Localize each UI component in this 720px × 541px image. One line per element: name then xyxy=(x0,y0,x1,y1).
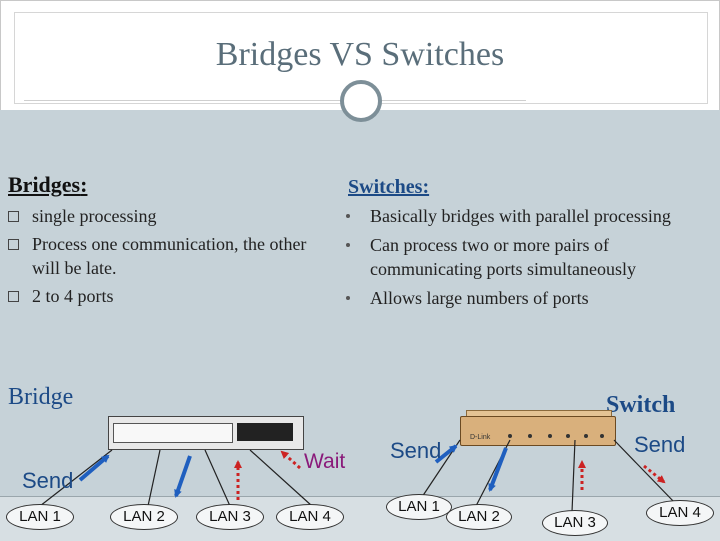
switch-port xyxy=(548,434,552,438)
switches-list: Basically bridges with parallel processi… xyxy=(346,204,716,315)
bridge-lan-1: LAN 1 xyxy=(6,504,74,530)
bridge-lan-4: LAN 4 xyxy=(276,504,344,530)
bridges-list-item: Process one communication, the other wil… xyxy=(8,232,338,280)
bridge-lan-2: LAN 2 xyxy=(110,504,178,530)
switch-brand-label: D-Link xyxy=(470,434,491,441)
switch-wire-lan4 xyxy=(613,439,677,505)
bridge-label: Bridge xyxy=(8,384,74,410)
switch-label: Switch xyxy=(606,392,676,418)
switches-list-item: Can process two or more pairs of communi… xyxy=(346,233,716,281)
bridge-send-arrow xyxy=(78,454,110,482)
bridge-wire-lan3 xyxy=(204,449,231,507)
bridge-lan-3: LAN 3 xyxy=(196,504,264,530)
title-divider-right xyxy=(378,100,526,101)
title-divider-left xyxy=(24,100,342,101)
bridge-wire-lan1 xyxy=(39,449,113,507)
switch-wire-lan3 xyxy=(571,439,576,513)
switch-lan-4: LAN 4 xyxy=(646,500,714,526)
switch-send-arrow-lan4 xyxy=(643,464,666,484)
switch-receive-arrow-lan2 xyxy=(488,447,508,492)
ring-ornament xyxy=(340,80,382,122)
switch-send-arrow-lan1 xyxy=(434,444,458,464)
switch-send-label-left: Send xyxy=(390,438,442,463)
switch-lan-1: LAN 1 xyxy=(386,494,452,520)
bridges-heading: Bridges: xyxy=(8,172,88,197)
dot-bullet-icon xyxy=(346,296,350,300)
bridges-list: single processing Process one communicat… xyxy=(8,204,338,312)
box-bullet-icon xyxy=(8,211,19,222)
bridge-blocked-arrow-lan4 xyxy=(280,450,301,470)
switches-heading: Switches: xyxy=(348,176,430,198)
bridge-device-panel xyxy=(237,423,293,441)
dot-bullet-icon xyxy=(346,214,350,218)
switches-list-item: Allows large numbers of ports xyxy=(346,286,716,310)
bridges-list-item: single processing xyxy=(8,204,338,228)
switch-port xyxy=(508,434,512,438)
switch-lan-2: LAN 2 xyxy=(446,504,512,530)
bridges-list-item: 2 to 4 ports xyxy=(8,284,338,308)
switches-list-item: Basically bridges with parallel processi… xyxy=(346,204,716,228)
switch-port xyxy=(566,434,570,438)
bridge-send-label: Send xyxy=(22,468,74,493)
switch-port xyxy=(584,434,588,438)
bridge-receive-arrow xyxy=(174,455,192,498)
box-bullet-icon xyxy=(8,291,19,302)
dot-bullet-icon xyxy=(346,243,350,247)
bridge-wait-label: Wait xyxy=(304,450,346,473)
switch-device xyxy=(460,416,616,446)
switch-port xyxy=(528,434,532,438)
slide-title: Bridges VS Switches xyxy=(215,36,505,73)
bridge-device-slot xyxy=(113,423,233,443)
box-bullet-icon xyxy=(8,239,19,250)
bridge-wire-lan4 xyxy=(249,449,313,507)
bridge-wire-lan2 xyxy=(147,449,161,507)
bridge-device xyxy=(108,416,304,450)
switch-send-label-right: Send xyxy=(634,432,686,457)
switch-lan-3: LAN 3 xyxy=(542,510,608,536)
switch-port xyxy=(600,434,604,438)
